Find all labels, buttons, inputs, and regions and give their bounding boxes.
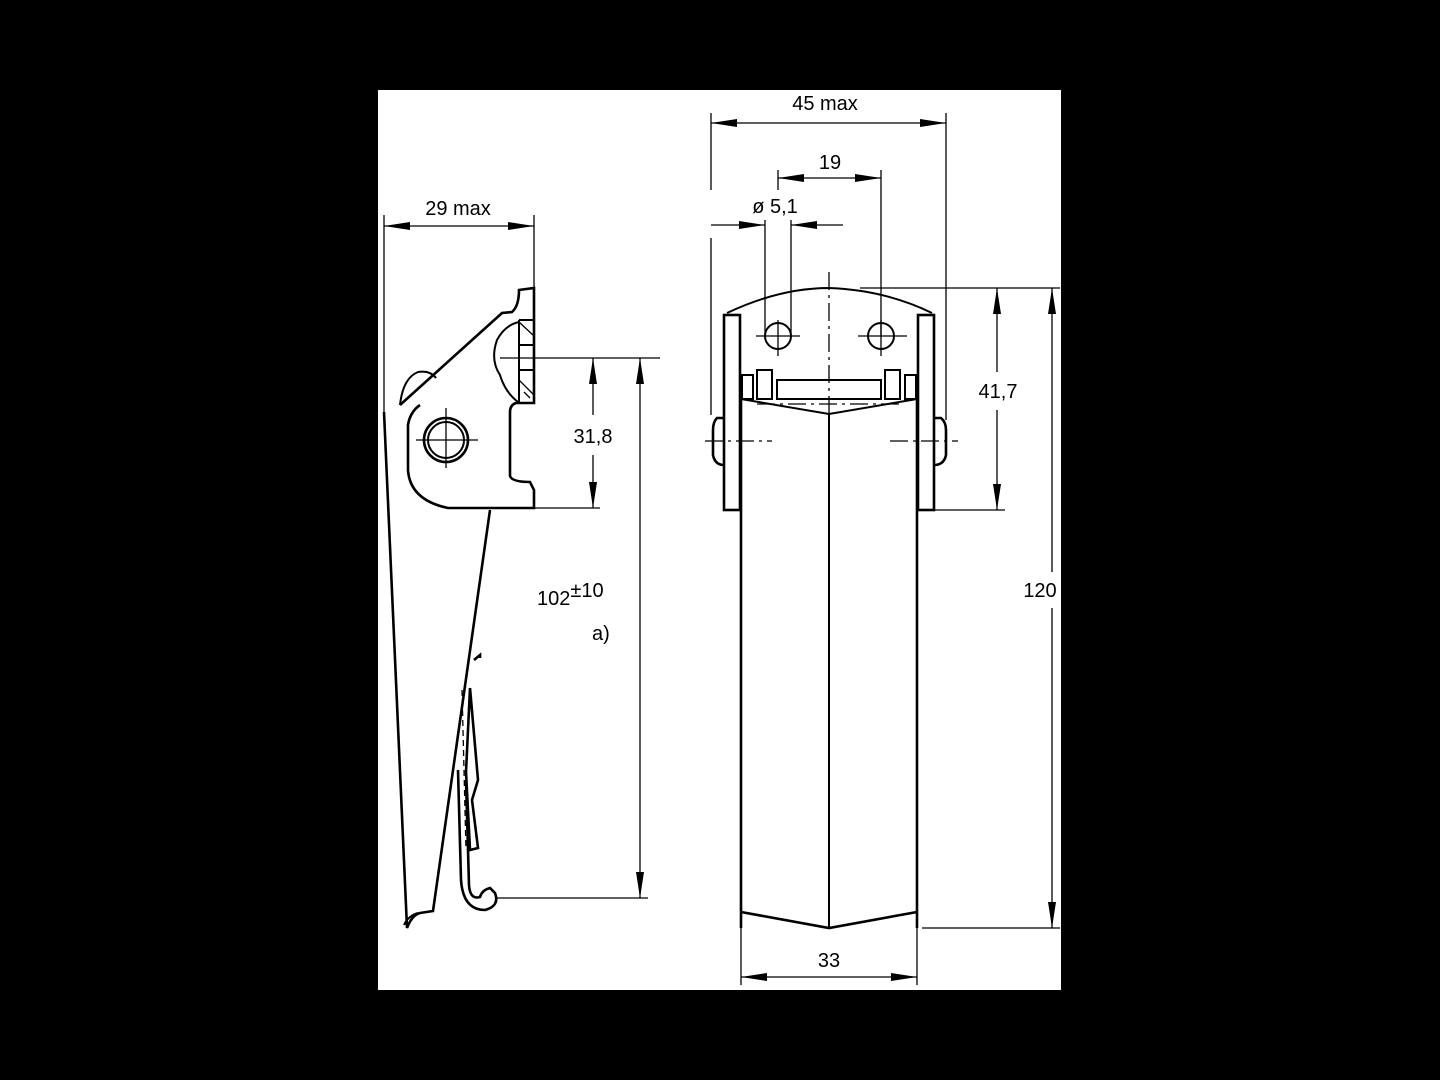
pin-right (933, 416, 948, 467)
dimension-total-height: 120 (922, 287, 1060, 929)
dimension-hook-length: 102±10 a) (497, 358, 648, 899)
width-label: 29 max (425, 198, 491, 220)
drawing-sheet (378, 90, 1061, 990)
note-label: a) (592, 623, 610, 645)
break-line (493, 321, 520, 403)
dimension-body-width: 33 (740, 928, 918, 985)
dimension-overall-width: 45 max (710, 93, 947, 420)
dimension-pivot-height: 31,8 (500, 357, 660, 509)
dimension-hole-spacing: 19 (777, 152, 882, 336)
dimension-width-29: 29 max (383, 198, 535, 412)
hook-length-label: 102±10 (537, 580, 604, 610)
hole-diameter-label: ø 5,1 (752, 196, 798, 218)
rivet-head (399, 370, 437, 406)
mounting-hole-right (858, 320, 907, 356)
overall-width-label: 45 max (792, 93, 858, 115)
hole-spacing-label: 19 (819, 152, 841, 174)
pivot-height-label: 31,8 (574, 426, 613, 448)
hinge-blocks (741, 369, 917, 400)
side-view: 29 max 31,8 (382, 198, 660, 929)
front-view: 45 max 19 ø 5,1 (705, 93, 1060, 985)
body-width-label: 33 (818, 950, 840, 972)
pivot-pin (416, 408, 478, 468)
plate-height-label: 41,7 (979, 381, 1018, 403)
mounting-bracket (399, 286, 536, 510)
pin-left (711, 416, 725, 467)
latch-body (739, 398, 919, 930)
total-height-label: 120 (1023, 580, 1056, 602)
lever (382, 411, 492, 929)
hook (456, 652, 498, 912)
dimension-plate-height: 41,7 (860, 287, 1018, 511)
dimension-hole-diameter: ø 5,1 (711, 196, 843, 335)
mounting-hole-left (756, 320, 800, 356)
top-plate (726, 286, 933, 314)
